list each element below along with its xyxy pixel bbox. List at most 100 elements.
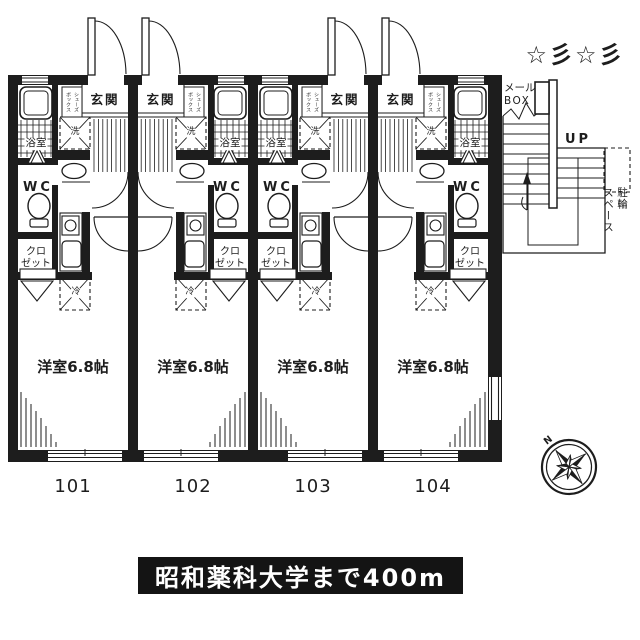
banner: 昭和薬科大学まで400m — [138, 557, 463, 594]
right-wall — [488, 75, 502, 462]
wall — [292, 85, 298, 160]
compass-point-light — [567, 466, 583, 485]
banner-text: 昭和薬科大学まで400m — [154, 564, 447, 592]
unit-102-wc-label: WC — [213, 179, 243, 195]
wall — [82, 212, 90, 272]
bath-door-mark-inner — [270, 149, 284, 164]
unit-101-room-label: 洋室6.8帖 — [37, 357, 109, 376]
left-wall — [8, 75, 18, 462]
bath-window — [458, 76, 484, 84]
wall — [52, 85, 58, 160]
entrance-door-arc — [334, 20, 367, 75]
compass-outer-ring — [540, 438, 598, 496]
unit-103-closet-label-part2: ゼット — [261, 258, 291, 269]
closet-door-swing — [259, 280, 295, 302]
stove-burner — [429, 219, 442, 232]
stove — [426, 215, 445, 236]
divider-wall — [368, 85, 378, 450]
entrance-door-arc — [148, 20, 181, 75]
mailbox-label-jp: メール — [504, 82, 536, 94]
compass-inner-ring — [545, 443, 593, 491]
wall — [18, 232, 58, 239]
bathtub-inner — [23, 90, 49, 116]
bicycle-space-col2: スペース — [602, 187, 614, 233]
room-door-arc — [333, 216, 369, 252]
stair-outline — [502, 116, 606, 254]
unit-102-closet-label-part1: クロ — [220, 246, 240, 258]
unit-103-washer-label: 洗 — [308, 127, 322, 139]
bath-door-mark — [219, 143, 239, 164]
wall — [208, 239, 214, 274]
entrance-door-leaf — [327, 17, 336, 76]
unit-101-closet-label: クロゼット — [21, 247, 51, 270]
bicycle-space-area — [603, 147, 631, 193]
unit-103-closet-label-part1: クロ — [266, 246, 286, 258]
bathtub-inner — [217, 90, 243, 116]
wall — [208, 232, 248, 239]
mailbox-label: メール BOX — [504, 82, 536, 107]
fridge-space — [415, 276, 447, 311]
unit-101-washer-label: 洗 — [68, 127, 82, 139]
unit-104-closet-label-part1: クロ — [460, 246, 480, 258]
bath-door-mark — [459, 143, 479, 164]
fridge-space — [175, 276, 207, 311]
divider-wall — [248, 85, 258, 450]
unit-101-shoebox-label: シューズボックス — [64, 92, 80, 112]
hall-floor-hatch — [380, 119, 413, 172]
compass-point-light — [551, 465, 570, 481]
unit-104-shoebox-label: シューズボックス — [426, 92, 442, 112]
hall-door-arc — [91, 171, 129, 209]
unit-102-genkan-label: 玄関 — [146, 92, 176, 108]
wall — [448, 185, 454, 239]
unit-104-shoebox-label-part2: ボックス — [427, 92, 433, 112]
wall — [208, 85, 214, 160]
unit-101-number: 101 — [54, 476, 92, 498]
unit-102-closet-label: クロゼット — [215, 247, 245, 270]
mail-box — [534, 81, 550, 115]
unit-103-number: 103 — [294, 476, 332, 498]
wall — [292, 239, 298, 274]
entrance-opening — [142, 75, 178, 85]
toilet-tank — [29, 218, 49, 228]
wall — [322, 212, 330, 272]
unit-104 — [377, 76, 488, 461]
unit-102-room-label: 洋室6.8帖 — [157, 357, 229, 376]
kitchen-sink — [61, 240, 82, 268]
unit-103-room-label: 洋室6.8帖 — [277, 357, 349, 376]
stove — [301, 215, 320, 236]
kitchen-sink — [301, 240, 322, 268]
kitchen-sink — [424, 240, 445, 268]
bathtub-inner — [457, 90, 483, 116]
bath-door-mark — [267, 143, 287, 164]
stairs-up-label: UP — [564, 131, 592, 147]
shoe-box — [61, 86, 83, 118]
wall — [416, 212, 424, 272]
washbasin — [301, 162, 327, 180]
entrance-opening — [328, 75, 364, 85]
bath-door-mark-inner — [462, 149, 476, 164]
closet-door — [259, 268, 297, 280]
bicycle-space-label: 駐輪 スペース — [601, 187, 629, 245]
toilet-tank — [269, 218, 289, 228]
stair-center-wall — [548, 79, 558, 209]
decoration-stars: ☆彡☆彡 — [525, 40, 625, 69]
toilet — [27, 192, 51, 220]
divider-wall — [128, 85, 138, 450]
hall-door-arc — [377, 171, 415, 209]
unit-102-shoebox-label: シューズボックス — [186, 92, 202, 112]
mailbox-label-en: BOX — [504, 94, 531, 107]
room-door-arc — [93, 216, 129, 252]
closet-door — [209, 268, 247, 280]
unit-103 — [258, 76, 369, 461]
stove — [61, 215, 80, 236]
wall — [292, 185, 298, 239]
unit-103-bath-label: 浴室 — [264, 137, 288, 150]
toilet — [267, 192, 291, 220]
window-fan-lines — [209, 392, 246, 447]
wall — [176, 212, 184, 272]
shoe-box — [301, 86, 323, 118]
hall-floor-hatch — [333, 119, 366, 172]
wall — [448, 85, 454, 160]
bath-window — [218, 76, 244, 84]
entrance-opening — [88, 75, 124, 85]
